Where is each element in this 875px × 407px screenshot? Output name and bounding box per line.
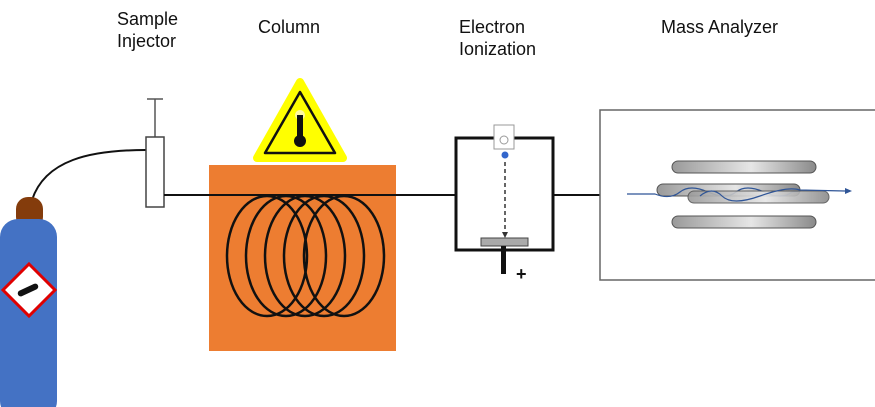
column-oven: [209, 165, 396, 351]
quadrupole-rod: [671, 160, 817, 174]
label-line: Ionization: [459, 39, 537, 59]
temperature-warning-icon: [253, 78, 347, 162]
electron-ionization-source: [454, 124, 555, 274]
compressed-gas-hazard-icon: [0, 261, 58, 319]
column-label: Column: [258, 17, 321, 37]
sample-injector: [145, 98, 165, 208]
label-line: Electron: [459, 17, 526, 37]
label-line: Injector: [117, 31, 177, 51]
sample-injector-label: Sample Injector: [117, 8, 178, 52]
carrier-gas-tube: [31, 149, 147, 201]
quadrupole-rod: [671, 215, 817, 229]
filament-icon: [493, 124, 515, 150]
anode-plate: [480, 237, 529, 247]
label-line: Sample: [117, 9, 179, 29]
electron-ionization-label: Electron Ionization: [459, 16, 536, 60]
electron-dot: [501, 151, 509, 159]
mass-analyzer: [599, 109, 875, 281]
gas-cylinder: [0, 149, 147, 407]
mass-analyzer-label: Mass Analyzer: [661, 17, 779, 37]
positive-charge-label: +: [516, 264, 527, 284]
